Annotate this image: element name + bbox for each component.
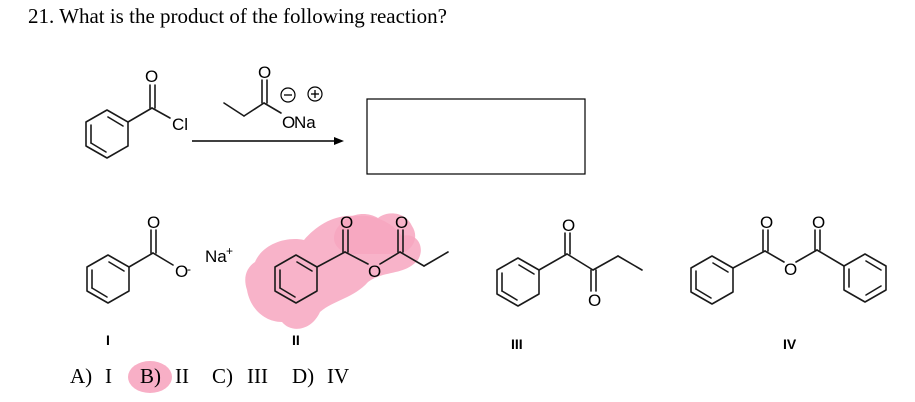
choice-i-label: I xyxy=(106,332,110,348)
choice-ii-label: II xyxy=(292,332,300,348)
reagent-oxide-oxygen: O xyxy=(282,113,295,132)
choice-iv-label: IV xyxy=(783,336,797,352)
choice-iv-carbonyl-oxygen-2: O xyxy=(812,213,825,232)
choice-i-oxide-charge: - xyxy=(187,262,191,276)
choice-i-oxide-oxygen: O xyxy=(175,262,188,281)
reaction-arrow xyxy=(192,137,344,145)
choice-iii-label: III xyxy=(511,336,523,352)
answer-option-d[interactable]: D) IV xyxy=(292,364,349,388)
answer-option-a[interactable]: A) I xyxy=(70,364,112,388)
circled-answer-highlight xyxy=(128,361,172,393)
reactant-benzoyl-chloride: O Cl xyxy=(85,67,188,159)
choice-iii-carbonyl-oxygen-1: O xyxy=(562,216,575,235)
choice-iii-carbonyl-oxygen-2: O xyxy=(588,291,601,310)
answer-b-letter: B) xyxy=(140,364,161,388)
choice-iv-bridge-oxygen: O xyxy=(784,260,797,279)
product-answer-box[interactable] xyxy=(366,98,586,175)
answer-c-value: III xyxy=(247,364,268,388)
answer-option-c[interactable]: C) III xyxy=(212,364,268,388)
choice-i-sodium: Na xyxy=(205,247,227,266)
reactant-oxygen-atom: O xyxy=(145,67,158,86)
answer-b-value: II xyxy=(175,364,189,388)
answer-option-b[interactable]: B) II xyxy=(140,364,189,388)
question-text: 21. What is the product of the following… xyxy=(28,4,447,28)
choice-iii-structure: O O xyxy=(496,216,643,310)
answer-a-value: I xyxy=(105,364,112,388)
choice-ii-carbonyl-oxygen-1: O xyxy=(340,213,353,232)
reagent-carbonyl-oxygen: O xyxy=(258,63,271,82)
answer-d-value: IV xyxy=(327,364,349,388)
answer-d-letter: D) xyxy=(292,364,314,388)
choice-iv-structure: O O O xyxy=(690,213,887,305)
reagent-sodium-atom: Na xyxy=(294,113,316,132)
answer-c-letter: C) xyxy=(212,364,233,388)
choice-ii-bridge-oxygen: O xyxy=(368,262,381,281)
choice-i-carbonyl-oxygen: O xyxy=(147,213,160,232)
choice-ii-structure: O O O xyxy=(274,213,449,304)
choice-iv-carbonyl-oxygen-1: O xyxy=(760,213,773,232)
minus-charge-circle xyxy=(280,87,296,103)
highlight-choice-ii xyxy=(245,213,421,329)
choice-i-structure: O O - Na + xyxy=(86,213,233,304)
choice-ii-carbonyl-oxygen-2: O xyxy=(395,213,408,232)
plus-charge-circle xyxy=(307,86,323,102)
answer-a-letter: A) xyxy=(70,364,92,388)
reagent-sodium-propanoate: O O Na xyxy=(223,63,323,132)
reactant-chlorine-atom: Cl xyxy=(172,115,188,134)
choice-i-sodium-charge: + xyxy=(226,244,233,258)
